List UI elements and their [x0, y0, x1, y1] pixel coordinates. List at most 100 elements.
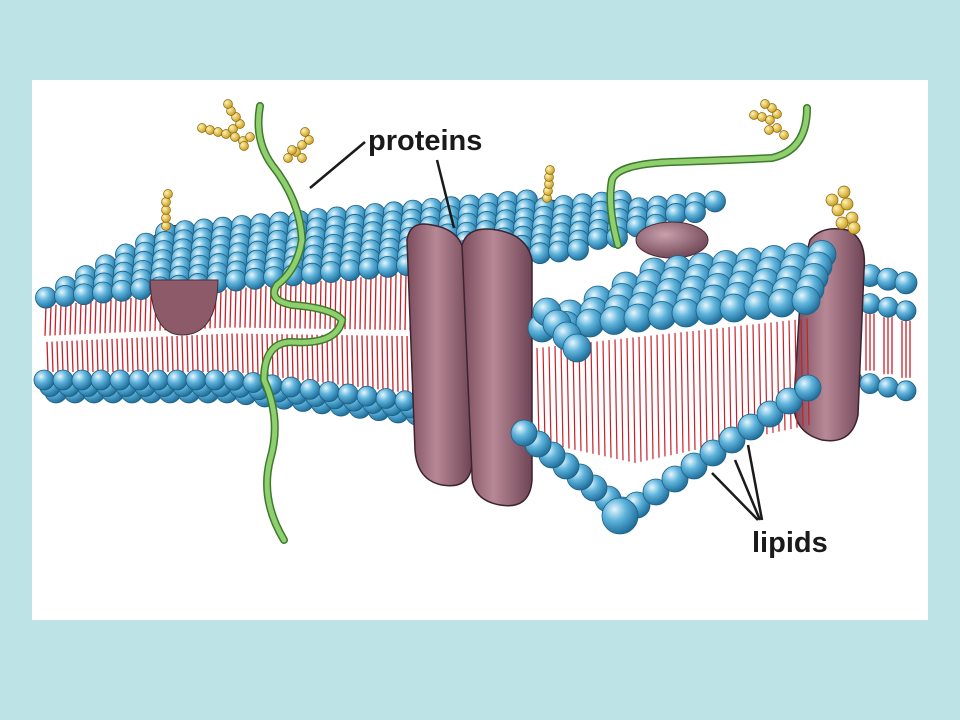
lipid-head — [90, 369, 112, 391]
block-lipid-tail — [668, 333, 672, 456]
lipid-tail — [331, 334, 334, 384]
lipid-head — [894, 271, 918, 295]
sugar-cluster-left-a — [213, 127, 223, 137]
sugar-cluster-right-b — [835, 216, 849, 230]
lipid-head — [166, 369, 188, 391]
block-lipid-tail — [710, 329, 714, 447]
lipid-head — [548, 240, 570, 263]
lipid-tail — [136, 337, 139, 373]
lipid-tail — [329, 279, 332, 329]
block-lipid-tail — [566, 344, 570, 449]
lipid-head — [794, 374, 822, 402]
lipid-head — [320, 261, 342, 283]
lipid-tail — [381, 335, 384, 390]
sugar-cluster-left-b — [287, 145, 297, 155]
lipid-tail — [186, 335, 189, 373]
block-lipid-tail — [548, 346, 552, 445]
lipid-tail — [51, 341, 54, 373]
block-lipid-tail — [638, 336, 642, 462]
lipid-tail — [391, 335, 394, 392]
sugar-cluster-right-a — [764, 125, 774, 135]
lipid-head — [35, 286, 57, 309]
lipid-tail — [334, 279, 337, 330]
lipid-tail — [156, 336, 159, 373]
lipid-head — [671, 298, 701, 328]
lipid-tail — [264, 285, 267, 328]
lipid-head — [601, 497, 639, 535]
lipid-head — [699, 439, 727, 467]
lipid-tail — [134, 297, 137, 332]
lipid-tail — [114, 299, 117, 333]
lipids-leader-2 — [733, 459, 762, 521]
sugar-cluster-right-a — [765, 115, 775, 125]
lipid-head — [204, 369, 226, 391]
lipid-tail — [141, 337, 144, 373]
lipid-head — [895, 300, 917, 322]
sugar-cluster-right-a — [749, 110, 759, 120]
lipid-tail — [96, 339, 99, 373]
lipid-tail — [246, 333, 249, 374]
block-lipid-tail — [716, 328, 720, 445]
sugar-cluster-dome-left — [161, 221, 171, 231]
block-lipid-tail — [602, 340, 606, 457]
lipid-head — [111, 279, 133, 302]
lipid-tail — [369, 276, 372, 330]
lipid-tail — [361, 335, 364, 388]
sugar-cluster-left-b — [297, 153, 307, 163]
lipid-tail — [401, 335, 404, 393]
lipid-tail — [166, 336, 169, 373]
lipid-tail — [399, 273, 402, 330]
lipid-tail — [319, 280, 322, 329]
block-lipid-tail — [620, 338, 624, 461]
lipid-head — [54, 285, 76, 307]
lipid-head — [337, 383, 359, 405]
lipid-head — [301, 262, 323, 285]
lipid-head — [358, 257, 380, 280]
block-lipid-tail — [800, 319, 804, 427]
lipid-tail — [111, 338, 114, 373]
lipid-tail — [71, 340, 74, 373]
lipid-tail — [359, 277, 362, 330]
lipid-tail — [104, 300, 107, 334]
sugar-cluster-left-a — [205, 125, 215, 135]
sugar-cluster-left-a — [221, 129, 231, 139]
lipid-head — [599, 306, 629, 335]
sugar-cluster-right-a — [772, 123, 782, 133]
lipid-tail — [191, 335, 194, 373]
block-lipid-tail — [608, 340, 612, 458]
sugar-cluster-left-b — [283, 153, 293, 163]
lipid-head — [695, 296, 725, 325]
lipids-label: lipids — [752, 527, 828, 559]
lipid-tail — [181, 335, 184, 373]
sugar-cluster-right-b — [847, 221, 861, 235]
lipid-tail — [211, 334, 214, 373]
lipid-tail — [386, 335, 389, 391]
lipid-tail — [366, 335, 369, 389]
block-lipid-tail — [632, 337, 636, 463]
lipid-head — [877, 296, 899, 318]
lipid-head — [299, 378, 321, 400]
lipid-head — [767, 288, 797, 318]
lipid-head — [147, 369, 169, 391]
lipid-head — [109, 369, 131, 391]
lipid-tail — [376, 335, 379, 390]
lipid-head — [52, 369, 74, 391]
lipid-tail — [226, 333, 229, 373]
lipid-tail — [244, 287, 247, 328]
lipid-tail — [81, 340, 84, 373]
lipid-head — [791, 286, 821, 315]
lipid-tail — [89, 301, 92, 334]
protein-left-body — [149, 279, 219, 336]
lipid-head — [130, 278, 152, 300]
block-lipid-tail — [674, 332, 678, 454]
block-lipid-tail — [536, 347, 540, 443]
sugar-cluster-left-b — [300, 127, 310, 137]
channel-protein-right-half — [461, 228, 533, 507]
sugar-cluster-right-a — [779, 130, 789, 140]
lipid-tail — [241, 333, 244, 374]
lipid-tail — [206, 334, 209, 373]
sugar-cluster-right-a — [757, 112, 767, 122]
lipid-head — [242, 372, 264, 393]
lipid-tail — [341, 335, 344, 386]
lipid-tail — [351, 335, 354, 387]
